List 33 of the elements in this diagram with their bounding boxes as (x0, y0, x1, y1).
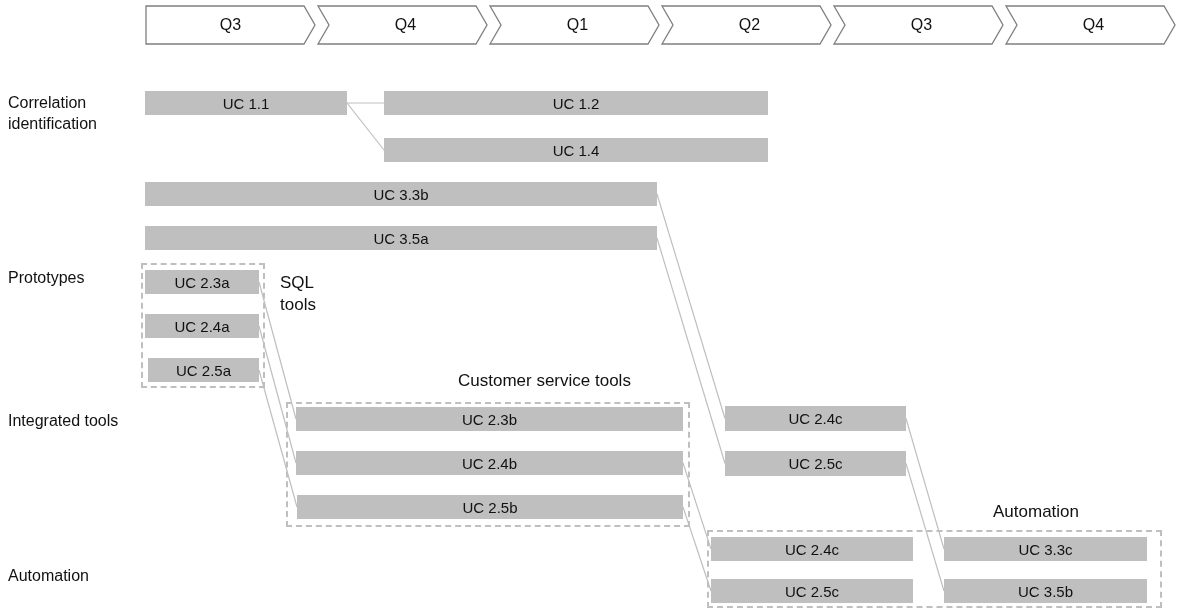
task-bar: UC 3.3b (145, 182, 657, 206)
timeline-quarter-label: Q2 (661, 5, 832, 45)
timeline-quarter-label: Q3 (145, 5, 316, 45)
task-bar: UC 3.5a (145, 226, 657, 250)
timeline-quarter-label: Q3 (833, 5, 1004, 45)
task-bar: UC 1.2 (384, 91, 768, 115)
timeline-quarter-label: Q4 (317, 5, 488, 45)
row-label: Correlation identification (8, 93, 98, 134)
node-label: UC 2.4a (174, 317, 230, 335)
task-bar: UC 2.4c (725, 406, 906, 431)
group-heading: Customer service tools (458, 370, 632, 392)
task-bar: UC 2.5c (711, 579, 913, 603)
task-bar: UC 2.5b (297, 495, 683, 519)
task-bar: UC 1.1 (145, 91, 347, 115)
connector-line (346, 102, 385, 104)
task-bar: UC 2.5a (148, 358, 259, 382)
group-heading: SQL tools (280, 272, 317, 316)
task-bar: UC 2.3b (296, 407, 683, 431)
row-label: Integrated tools (8, 411, 120, 431)
row-label: Automation (8, 566, 90, 586)
task-bar: UC 2.4b (296, 451, 683, 475)
timeline-quarter-label: Q1 (489, 5, 660, 45)
task-bar: UC 3.5b (944, 579, 1147, 603)
task-bar: UC 2.5c (725, 451, 906, 476)
row-label: Prototypes (8, 268, 86, 288)
group-heading: Automation (993, 501, 1080, 523)
timeline-quarter-label: Q4 (1005, 5, 1176, 45)
task-bar: UC 3.3c (944, 537, 1147, 561)
task-bar: UC 2.3a (145, 270, 259, 294)
task-bar: UC 2.4a (145, 314, 259, 338)
task-bar: UC 1.4 (384, 138, 768, 162)
connector-line (346, 102, 385, 151)
task-bar: UC 2.4c (711, 537, 913, 561)
